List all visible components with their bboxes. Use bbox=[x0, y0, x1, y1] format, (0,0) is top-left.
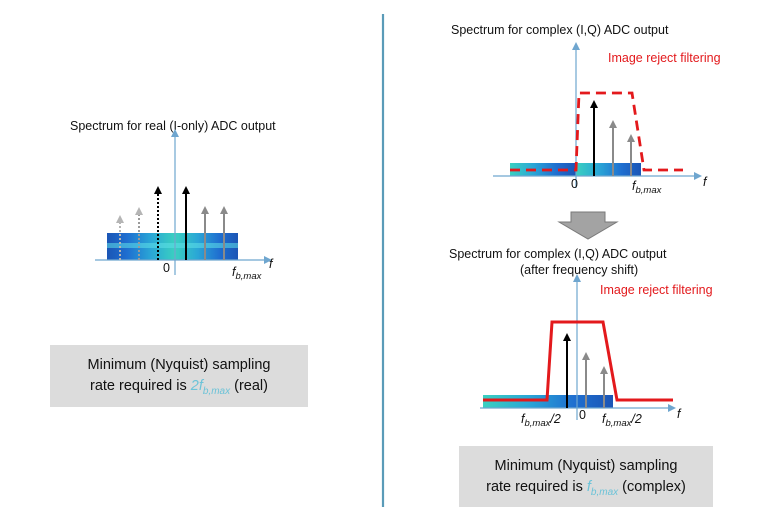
left-title: Spectrum for real (I-only) ADC output bbox=[70, 119, 276, 133]
left-spectrum: Spectrum for real (I-only) ADC output 0 … bbox=[70, 119, 276, 282]
right-bottom-filter-shape bbox=[483, 320, 673, 402]
left-nyquist-note: Minimum (Nyquist) sampling rate required… bbox=[50, 345, 308, 407]
right-nyquist-note: Minimum (Nyquist) sampling rate required… bbox=[459, 446, 713, 507]
right-top-filter-label: Image reject filtering bbox=[608, 51, 721, 65]
left-note-rate: 2fb,max bbox=[190, 378, 231, 397]
right-top-axis-label: f bbox=[703, 175, 708, 189]
left-note-line1: Minimum (Nyquist) sampling bbox=[87, 357, 271, 373]
right-note-line1: Minimum (Nyquist) sampling bbox=[494, 458, 678, 474]
right-bottom-axis-label: f bbox=[677, 407, 682, 421]
right-top-title: Spectrum for complex (I,Q) ADC output bbox=[451, 23, 669, 37]
right-bottom-spectrum: Spectrum for complex (I,Q) ADC output (a… bbox=[449, 247, 713, 429]
right-bottom-filter-label: Image reject filtering bbox=[600, 283, 713, 297]
right-bottom-pos-label: fb,max/2 bbox=[602, 412, 642, 429]
right-bottom-neg-label: fb,max/2 bbox=[521, 412, 561, 429]
right-note-line2: rate required is fb,max (complex) bbox=[486, 479, 686, 498]
right-top-zero-label: 0 bbox=[571, 177, 578, 191]
right-top-fmax-label: fb,max bbox=[632, 179, 663, 196]
right-bottom-title-line1: Spectrum for complex (I,Q) ADC output bbox=[449, 247, 667, 261]
right-bottom-title-line2: (after frequency shift) bbox=[520, 263, 638, 277]
shift-arrow-icon bbox=[557, 211, 619, 240]
left-axis-label: f bbox=[269, 257, 274, 271]
right-top-filter-shape bbox=[510, 91, 683, 172]
right-top-spectrum: Spectrum for complex (I,Q) ADC output Im… bbox=[451, 23, 721, 196]
right-bottom-zero-label: 0 bbox=[579, 408, 586, 422]
right-top-band-right bbox=[576, 163, 641, 176]
left-note-line2: rate required is 2fb,max (real) bbox=[90, 378, 268, 397]
left-fmax-label: fb,max bbox=[232, 265, 263, 282]
left-band-highlight bbox=[107, 243, 238, 248]
right-note-rate: fb,max bbox=[586, 479, 619, 498]
left-zero-label: 0 bbox=[163, 261, 170, 275]
